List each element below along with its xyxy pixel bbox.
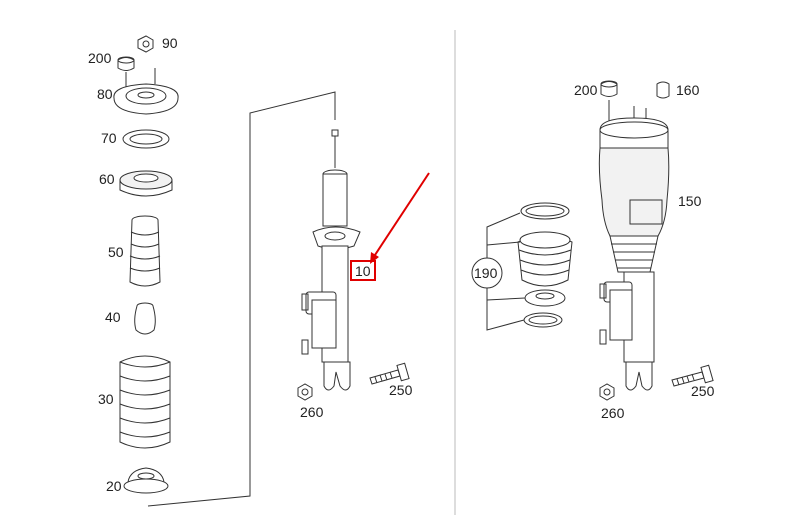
part-40-bump-stop[interactable]	[134, 302, 156, 335]
part-20-lower-seat[interactable]	[123, 467, 169, 494]
part-80-top-mount[interactable]	[113, 68, 179, 115]
callout-200-right: 200	[574, 82, 598, 98]
callout-20: 20	[106, 478, 122, 494]
kit-tick-2	[486, 297, 526, 301]
highlight-box-10	[350, 260, 376, 281]
part-160-cap[interactable]	[656, 81, 670, 99]
callout-260-right: 260	[601, 405, 625, 421]
part-50-bellows[interactable]	[129, 215, 161, 287]
highlight-arrow-shaft	[372, 172, 430, 259]
part-200-nut[interactable]	[117, 56, 135, 71]
assembly-bracket	[147, 91, 336, 507]
part-200-nut-right[interactable]	[600, 80, 618, 97]
callout-60: 60	[99, 171, 115, 187]
highlight-arrow-head	[370, 252, 379, 264]
part-250-bolt-right[interactable]	[671, 364, 714, 387]
callout-260-left: 260	[300, 404, 324, 420]
part-70-ring[interactable]	[122, 129, 170, 149]
callout-150: 150	[678, 193, 702, 209]
callout-40: 40	[105, 309, 121, 325]
part-90-nut[interactable]	[137, 35, 154, 53]
part-150-air-strut[interactable]	[598, 100, 670, 391]
part-250-bolt-left[interactable]	[369, 362, 410, 385]
callout-90: 90	[162, 35, 178, 51]
callout-160: 160	[676, 82, 700, 98]
callout-70: 70	[101, 130, 117, 146]
part-260-nut-left[interactable]	[297, 383, 313, 401]
part-30-coil-spring[interactable]	[119, 355, 171, 449]
part-190-kit[interactable]	[517, 202, 573, 328]
part-60-spring-seat[interactable]	[119, 170, 173, 197]
callout-30: 30	[98, 391, 114, 407]
callout-200-left: 200	[88, 50, 112, 66]
callout-50: 50	[108, 244, 124, 260]
part-10-shock-absorber[interactable]	[301, 129, 361, 391]
callout-250-right: 250	[691, 383, 715, 399]
callout-190: 190	[474, 265, 498, 281]
callout-10: 10	[355, 263, 371, 279]
callout-80: 80	[97, 86, 113, 102]
kit-callout-circle	[471, 257, 503, 289]
part-260-nut-right[interactable]	[599, 383, 615, 401]
callout-250-left: 250	[389, 382, 413, 398]
kit-tick-1	[486, 241, 521, 246]
